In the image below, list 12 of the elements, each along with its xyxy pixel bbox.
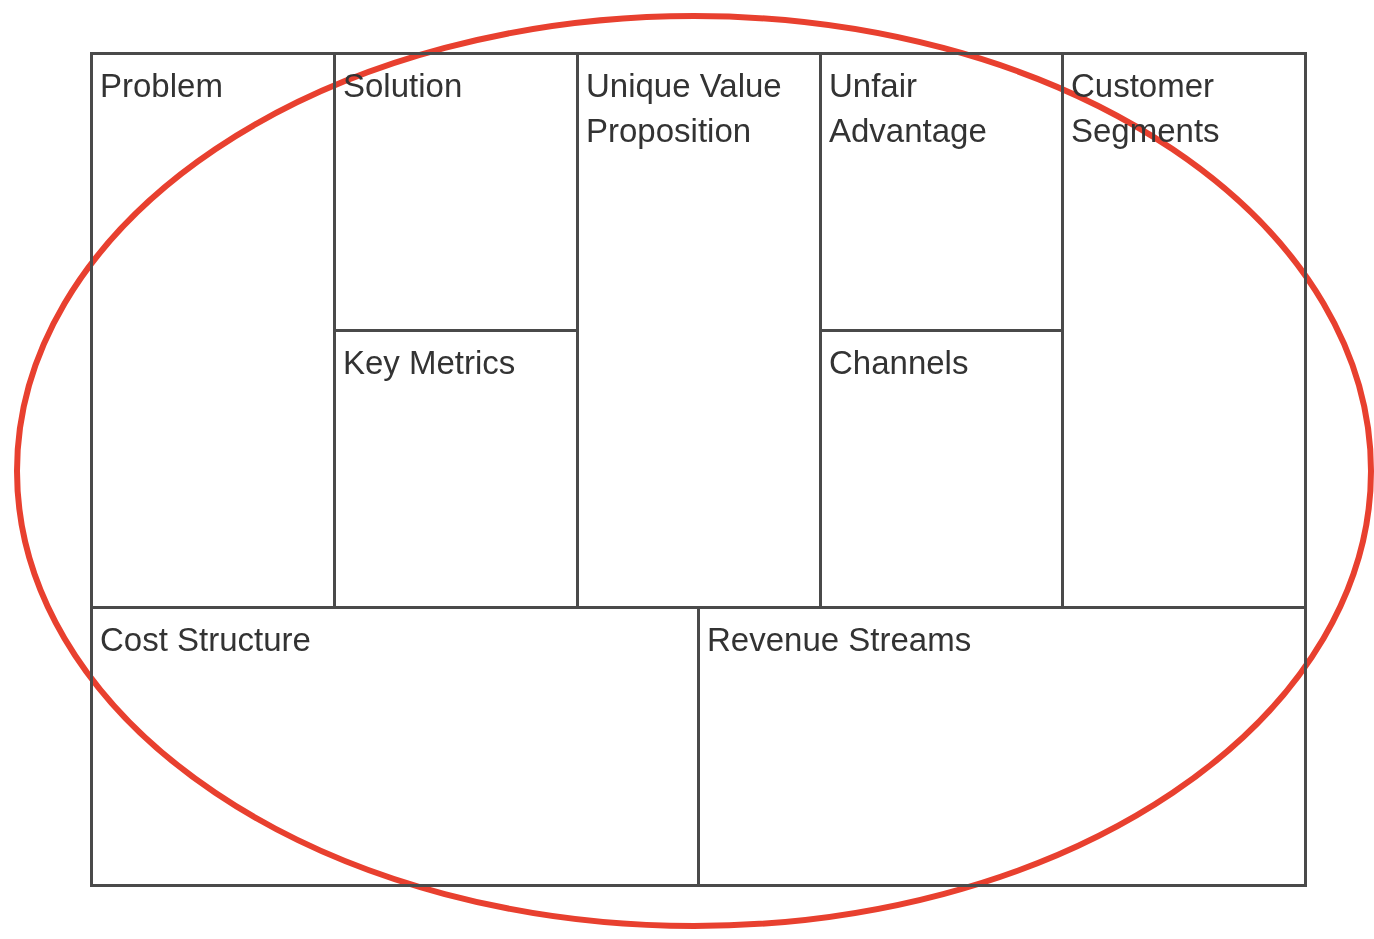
canvas-block — [90, 606, 700, 887]
block-heading: Unique Value Proposition — [586, 66, 783, 151]
block-heading: Problem — [100, 66, 224, 106]
canvas-block — [1061, 52, 1307, 609]
block-heading: Solution — [343, 66, 464, 106]
block-heading: Unfair Advantage — [829, 66, 988, 151]
block-heading: Channels — [829, 343, 970, 383]
canvas-block — [90, 52, 336, 609]
canvas-block — [697, 606, 1307, 887]
block-heading: Cost Structure — [100, 620, 312, 660]
block-heading: Revenue Streams — [707, 620, 973, 660]
block-heading: Key Metrics — [343, 343, 517, 383]
